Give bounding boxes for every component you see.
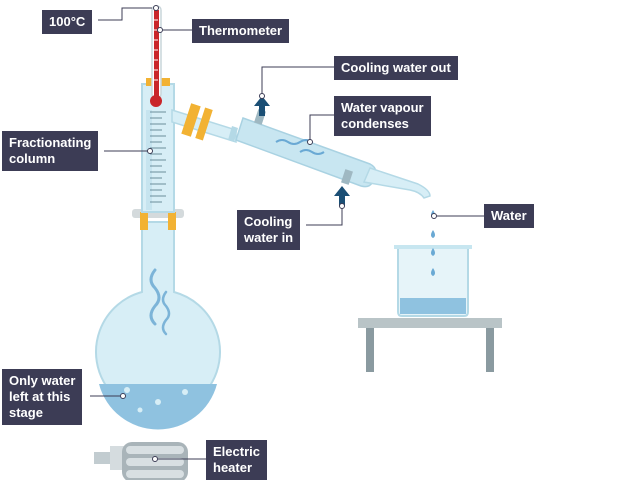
only-water-left-line-2: left at this xyxy=(9,389,71,404)
condenser xyxy=(228,109,431,199)
temperature-label: 100°C xyxy=(42,10,93,34)
water-vapour-condenses-line-1: Water vapour xyxy=(341,100,424,115)
cooling-water-in-line-2: water in xyxy=(244,230,294,245)
temperature-label-text: 100°C xyxy=(49,14,86,29)
thermometer-label: Thermometer xyxy=(192,19,290,43)
electric-heater xyxy=(94,442,188,480)
cooling-water-in-line-1: Cooling xyxy=(244,214,293,229)
water-label: Water xyxy=(484,204,534,228)
cooling-water-out-label-text: Cooling water out xyxy=(341,60,451,75)
water-vapour-condenses-label: Water vapour condenses xyxy=(334,96,431,136)
electric-heater-line-1: Electric xyxy=(213,444,260,459)
beaker xyxy=(394,245,472,317)
cooling-water-out-label: Cooling water out xyxy=(334,56,458,80)
electric-heater-label: Electric heater xyxy=(206,440,267,480)
water-vapour-condenses-line-2: condenses xyxy=(341,116,409,131)
table xyxy=(358,318,502,372)
fractionating-column-label: Fractionating column xyxy=(2,131,99,171)
water-label-text: Water xyxy=(491,208,527,223)
fractionating-column-line-2: column xyxy=(9,151,56,166)
thermometer xyxy=(150,5,162,107)
round-bottom-flask xyxy=(95,221,221,430)
only-water-left-label: Only water left at this stage xyxy=(2,369,83,425)
cooling-water-out-arrow xyxy=(254,96,270,116)
cooling-water-in-label: Cooling water in xyxy=(237,210,301,250)
only-water-left-line-3: stage xyxy=(9,405,43,420)
leader-lines xyxy=(90,5,484,462)
fractionating-column-line-1: Fractionating xyxy=(9,135,92,150)
electric-heater-line-2: heater xyxy=(213,460,253,475)
cooling-water-in-arrow xyxy=(334,186,350,206)
side-arm xyxy=(171,103,237,144)
only-water-left-line-1: Only water xyxy=(9,373,76,388)
thermometer-label-text: Thermometer xyxy=(199,23,283,38)
